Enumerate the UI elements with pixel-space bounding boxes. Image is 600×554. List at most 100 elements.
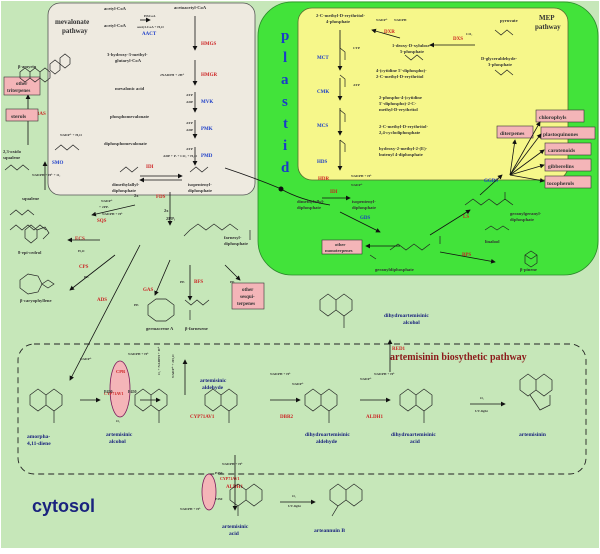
ggpp-line2: diphosphate: [510, 217, 534, 222]
enzyme-red1: RED1: [392, 347, 406, 352]
plastid-letter: t: [283, 116, 288, 132]
ppi-other-sesqui: PPᵢ: [230, 280, 235, 284]
nadph-aldh1: NADPH + H⁺: [374, 372, 395, 376]
dmapp-mva-2: diphosphate: [112, 188, 136, 193]
ipp-mva-1: isopentenyl-: [188, 182, 212, 187]
enzyme-ecs: ECS: [75, 237, 85, 242]
other-mono-2: monoterpenes: [325, 248, 353, 253]
nadph-dbr2: NADPH + H⁺: [270, 372, 291, 376]
ppi-gas: PPᵢ: [134, 303, 139, 307]
nadph-lower: NADPH + H⁺: [222, 462, 243, 466]
two-x-sqs: 2x: [134, 193, 139, 198]
adp-2: ADP: [186, 128, 194, 132]
enzyme-cyp71av1: CYP71AV1: [190, 415, 215, 420]
germacrene-a: germacrene A: [146, 326, 174, 331]
ggpp-line1: geranylgeranyl-: [510, 211, 542, 216]
acetyl-coa-1: acetyl-CoA: [104, 6, 127, 11]
dxp-line2: 5-phosphate: [400, 49, 424, 54]
arrow-sqs: [91, 204, 136, 217]
enzyme-cps: CPS: [79, 265, 89, 270]
nadp-h2o-smo: NADP⁺ + H₂O: [60, 133, 82, 137]
other-tri-1: other: [16, 82, 28, 87]
ctp-mct: CTP: [353, 46, 361, 50]
atp-2: ATP: [186, 121, 194, 125]
amorpha-2: 4,11-diene: [27, 441, 51, 447]
cdpme-line1: 4-(cytidine 5'-diphospho)-: [376, 68, 427, 73]
molecule-structures: [4, 29, 553, 517]
hmbpp-line1: hydroxy-2-methyl-2-(E)-: [379, 146, 428, 151]
mep-line1: 2-C-methyl-D-erythritol-: [316, 13, 365, 18]
art-alcohol-2: alcohol: [109, 439, 126, 445]
cpr-complex-2: [201, 473, 217, 511]
enzyme-idi-mep: IDI: [330, 190, 338, 195]
artemisinin-title: artemisinin biosythetic pathway: [390, 352, 527, 363]
enzyme-cpr: CPR: [116, 369, 126, 374]
co2-dxs: CO₂: [466, 32, 472, 36]
fpp-line1: farnesyl-: [224, 235, 242, 240]
o2-cpr: O₂: [116, 419, 120, 423]
sterols-box: [5, 108, 39, 122]
arrow-cps: [69, 254, 116, 291]
dh-acid-1: dihydroartemisinic: [391, 432, 436, 438]
enzyme-dbr2: DBR2: [280, 415, 294, 420]
sterols-label: sterols: [11, 114, 26, 120]
other-monoterpenes-box: [321, 239, 363, 255]
enzyme-sqs: SQS: [97, 219, 107, 224]
hmgcoa-line2: glutaryl-CoA: [115, 58, 142, 63]
atp-3: ATP: [186, 147, 194, 151]
cdpme-line2: 2-C-methyl-D-erythritol: [376, 74, 424, 79]
oxidosqualene-1: 2,3-oxido: [3, 149, 22, 154]
link-plastid-ipp: [280, 188, 331, 206]
g3p-line1: D-glyceraldehyde-: [481, 56, 517, 61]
nadp-2h2o-cyp: NADP⁺ + 2H₂O: [171, 354, 175, 378]
oxidosqualene-2: squalene: [3, 155, 20, 160]
plastid-letter: p: [281, 28, 289, 44]
dh-aldehyde-1: dihydroartemisinic: [305, 432, 350, 438]
enzyme-hmgr: HMGR: [201, 73, 217, 78]
g3p-line2: 3-phosphate: [488, 62, 512, 67]
hmgcoa-line1: 3-hydroxy-3-methyl-: [107, 52, 148, 57]
dmapp-mep-2: diphosphate: [297, 205, 321, 210]
dh-acid-2: acid: [410, 439, 420, 445]
enzyme-ls: LS: [463, 215, 469, 220]
enzyme-aact: AACT: [142, 32, 157, 37]
dmapp-mva-1: dimethylallyl-: [112, 182, 140, 187]
two-ppi-fds: 2PPᵢ: [166, 216, 175, 221]
adp-pi-co2: ADP + Pᵢ + CO₂ + H₂O: [163, 154, 197, 158]
plastid-letter: s: [282, 94, 288, 110]
mevalonic-acid: mevalonic acid: [115, 86, 145, 91]
arrow-other-sesqui: [224, 264, 241, 281]
nadph-cpr: NADPH + H⁺: [128, 352, 149, 356]
arrow-ls: [429, 209, 471, 236]
cpr-complex: [109, 360, 131, 418]
nadp-sqs-1: NADP⁺: [101, 199, 113, 203]
acetoacetyl-coa: acetoacetyl-CoA: [174, 5, 207, 10]
beta-farnesene: β-farnesene: [185, 326, 208, 331]
dh-alcohol-2: alcohol: [403, 320, 420, 326]
diterpenes-label: diterpenes: [500, 131, 524, 137]
uv-artemisinin: UV-light: [475, 409, 489, 413]
enzyme-gas: GAS: [143, 288, 154, 293]
mep-pathway-box: [297, 7, 569, 181]
art-acid-1: artemisinic: [222, 524, 249, 530]
beta-pinene: β-pinene: [520, 267, 537, 272]
other-mono-1: other: [335, 242, 345, 247]
arrow-gas: [154, 259, 171, 296]
ipp-mep-1: isopentenyl-: [352, 199, 376, 204]
dmapp-mep-1: dimethylallyl-: [297, 199, 325, 204]
o2-nadph-cyp: O₂ + NADPH + H⁺: [157, 347, 161, 375]
enzyme-pmd: PMD: [201, 154, 213, 159]
mep-line2: 4-phosphate: [326, 19, 350, 24]
other-sesqui-1: other: [242, 288, 254, 293]
enzyme-bfs: BFS: [194, 280, 203, 285]
artemisinin-product: artemisinin: [519, 432, 546, 438]
cdpme2p-line2: 5'-diphospho)-2-C-: [379, 101, 417, 106]
art-alcohol-1: artemisinic: [106, 432, 133, 438]
nadph-dxr: NADPH: [394, 18, 407, 22]
tocopherols-label: tocopherols: [547, 181, 574, 187]
tocopherols-box: [544, 175, 592, 189]
ipp-mep-2: diphosphate: [352, 205, 376, 210]
nadp-aldh1: NADP⁺: [360, 377, 372, 381]
arrow-ggds: [479, 174, 503, 196]
